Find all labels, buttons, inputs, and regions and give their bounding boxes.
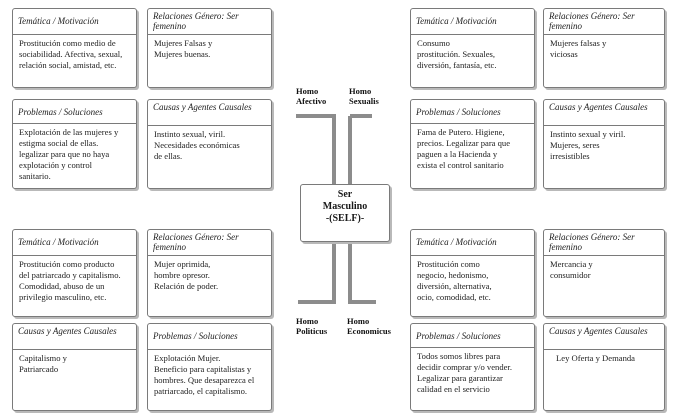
card-tr-tematica: Temática / Motivación Consumo prostituci… xyxy=(410,8,535,88)
card-body: Explotación Mujer. Beneficio para capita… xyxy=(154,353,255,396)
center-line-2: Masculino xyxy=(322,201,368,212)
card-body: Todos somos libres para decidir comprar … xyxy=(417,351,512,394)
card-title: Temática / Motivación xyxy=(411,230,534,256)
card-body: Instinto sexual y viril. Mujeres, seres … xyxy=(550,129,626,161)
center-line-1: Ser xyxy=(337,189,353,200)
connector-homo-economicus xyxy=(348,242,376,304)
card-br-causas: Causas y Agentes Causales Ley Oferta y D… xyxy=(543,323,665,411)
label-homo-politicus: Homo Politicus xyxy=(296,316,328,336)
card-body: Prostitución como negocio, hedonismo, di… xyxy=(417,259,492,302)
label-homo-afectivo: Homo Afectivo xyxy=(296,86,327,106)
card-body: Fama de Putero. Higiene, precios. Legali… xyxy=(417,127,511,170)
label-homo-economicus: Homo Economicus xyxy=(347,316,391,336)
connector-homo-afectivo xyxy=(296,114,336,184)
card-tl-relaciones: Relaciones Género: Ser femenino Mujeres … xyxy=(147,8,272,88)
card-br-tematica: Temática / Motivación Prostitución como … xyxy=(410,229,535,317)
card-title: Relaciones Género: Ser femenino xyxy=(148,230,271,256)
card-br-relaciones: Relaciones Género: Ser femenino Mercanci… xyxy=(543,229,665,317)
card-body: Prostitución como producto del patriarca… xyxy=(19,259,121,302)
center-self-box: Ser Masculino -(SELF)- xyxy=(300,184,390,242)
card-body: Mujeres falsas y viciosas xyxy=(550,38,607,59)
card-tr-relaciones: Relaciones Género: Ser femenino Mujeres … xyxy=(543,8,665,88)
card-body: Mercancia y consumidor xyxy=(550,259,593,280)
card-title: Problemas / Soluciones xyxy=(411,100,534,124)
card-title: Problemas / Soluciones xyxy=(148,324,271,350)
card-title: Causas y Agentes Causales xyxy=(544,324,664,350)
card-br-problemas: Problemas / Soluciones Todos somos libre… xyxy=(410,323,535,411)
card-title: Relaciones Género: Ser femenino xyxy=(544,9,664,35)
card-title: Temática / Motivación xyxy=(13,9,136,35)
card-tr-problemas: Problemas / Soluciones Fama de Putero. H… xyxy=(410,99,535,189)
card-body: Prostitución como medio de sociabilidad.… xyxy=(19,38,123,70)
card-title: Temática / Motivación xyxy=(411,9,534,35)
card-title: Causas y Agentes Causales xyxy=(13,324,136,350)
card-body: Instinto sexual, viril. Necesidades econ… xyxy=(154,129,240,161)
center-line-3: -(SELF)- xyxy=(325,213,365,224)
card-tr-causas: Causas y Agentes Causales Instinto sexua… xyxy=(543,99,665,189)
card-bl-causas: Causas y Agentes Causales Capitalismo y … xyxy=(12,323,137,411)
card-body: Consumo prostitución. Sexuales, diversió… xyxy=(417,38,497,70)
card-title: Problemas / Soluciones xyxy=(411,324,534,348)
card-body: Ley Oferta y Demanda xyxy=(556,353,635,363)
card-title: Problemas / Soluciones xyxy=(13,100,136,124)
card-tl-causas: Causas y Agentes Causales Instinto sexua… xyxy=(147,99,272,189)
card-bl-relaciones: Relaciones Género: Ser femenino Mujer op… xyxy=(147,229,272,317)
card-body: Mujeres Falsas y Mujeres buenas. xyxy=(154,38,213,59)
card-tl-tematica: Temática / Motivación Prostitución como … xyxy=(12,8,137,88)
card-tl-problemas: Problemas / Soluciones Explotación de la… xyxy=(12,99,137,189)
card-title: Causas y Agentes Causales xyxy=(148,100,271,126)
card-title: Relaciones Género: Ser femenino xyxy=(544,230,664,256)
card-title: Relaciones Género: Ser femenino xyxy=(148,9,271,35)
label-homo-sexualis: Homo Sexualis xyxy=(349,86,379,106)
connector-homo-politicus xyxy=(298,242,336,304)
card-body: Mujer oprimida, hombre opresor. Relación… xyxy=(154,259,219,291)
card-title: Temática / Motivación xyxy=(13,230,136,256)
card-bl-problemas: Problemas / Soluciones Explotación Mujer… xyxy=(147,323,272,411)
card-body: Capitalismo y Patriarcado xyxy=(19,353,67,374)
card-title: Causas y Agentes Causales xyxy=(544,100,664,126)
card-bl-tematica: Temática / Motivación Prostitución como … xyxy=(12,229,137,317)
card-body: Explotación de las mujeres y estigma soc… xyxy=(19,127,119,181)
